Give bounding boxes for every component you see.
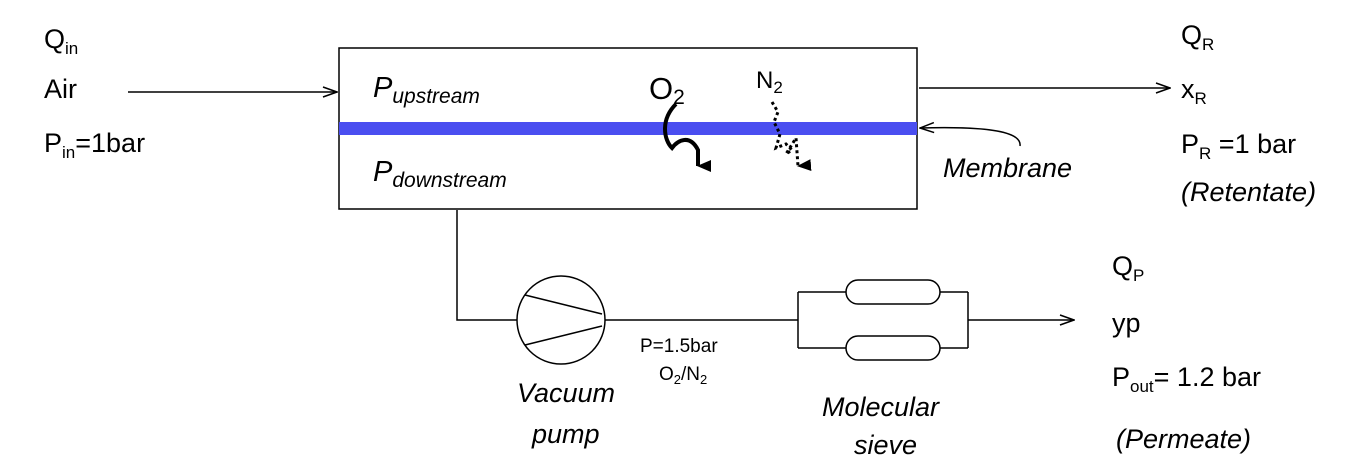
upstream-pressure-label: Pupstream: [373, 72, 480, 108]
retentate-fraction-label: xR: [1181, 74, 1207, 108]
membrane-label: Membrane: [943, 153, 1072, 183]
permeate-flow-label: QP: [1112, 251, 1144, 285]
inlet-gas-label: Air: [44, 74, 77, 104]
permeate-fraction-label: yp: [1112, 308, 1141, 338]
gas-ratio-label: O2/N2: [659, 364, 707, 387]
n2-label: N2: [756, 67, 783, 97]
downstream-pressure-label: Pdownstream: [373, 156, 507, 192]
o2-label: O2: [649, 71, 685, 109]
sieve-label-line1: Molecular: [822, 392, 940, 422]
pump-pressure-label: P=1.5bar: [640, 336, 718, 357]
permeate-pressure-label: Pout= 1.2 bar: [1112, 362, 1261, 396]
n2-permeation-path: [770, 101, 812, 172]
molecular-sieve-icon: [797, 279, 969, 361]
membrane-layer: [339, 122, 917, 135]
retentate-label: (Retentate): [1181, 177, 1316, 207]
permeate-label: (Permeate): [1116, 424, 1251, 454]
permeate-outlet-line: [456, 210, 517, 321]
retentate-pressure-label: PR =1 bar: [1181, 129, 1296, 163]
pump-label-line1: Vacuum: [517, 378, 615, 408]
inlet-pressure-label: Pin=1bar: [44, 128, 145, 162]
vacuum-pump-icon: [516, 275, 606, 365]
o2-permeation-path: [663, 102, 711, 172]
membrane-pointer-arrow: [920, 128, 1021, 147]
retentate-flow-label: QR: [1181, 20, 1214, 54]
pump-label-line2: pump: [531, 419, 600, 449]
inlet-flow-label: Qin: [44, 24, 78, 58]
sieve-label-line2: sieve: [854, 430, 917, 460]
